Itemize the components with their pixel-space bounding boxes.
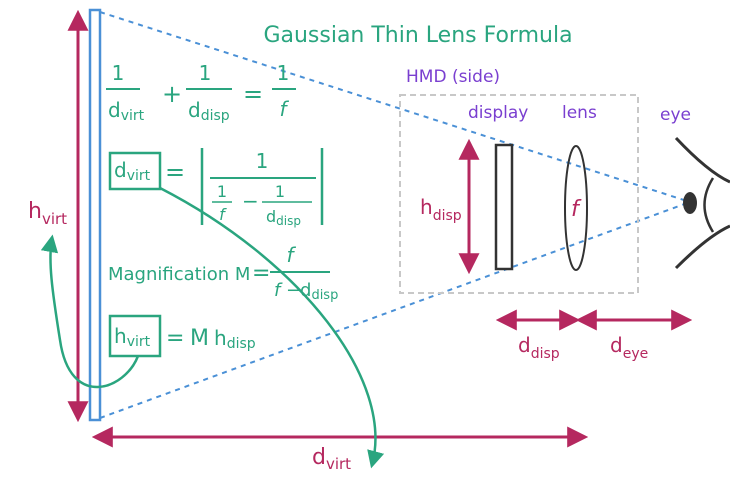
d-disp-label: ddisp (518, 333, 560, 362)
hmd-label: HMD (side) (406, 67, 500, 87)
eq2-inner-1a: 1 (217, 182, 227, 201)
eq1-plus: + (162, 80, 182, 108)
ray-bottom (99, 201, 691, 419)
eq1-num-2: 1 (199, 61, 212, 85)
virtual-distance-equation: dvirt = 1 1 f − 1 ddisp (108, 148, 324, 228)
eq4-equals: = (166, 326, 184, 351)
virtual-image-plane (88, 8, 102, 422)
eq2-minus: − (242, 189, 259, 213)
lens-shape (564, 145, 588, 271)
magnification-label: Magnification M (108, 264, 250, 285)
lens-label: lens (562, 103, 597, 123)
eq2-num-1: 1 (256, 149, 269, 173)
eq3-den-ddisp: ddisp (300, 280, 338, 303)
eq3-den-minus: − (286, 280, 301, 301)
display-panel (494, 143, 514, 271)
magnification-equation: Magnification M = f f − ddisp (108, 243, 338, 303)
display-label: display (468, 103, 528, 123)
eq1-den-f: f (279, 97, 289, 121)
eq3-num-f: f (286, 243, 296, 267)
eq3-den-f: f (274, 280, 283, 301)
eq4-M: M (190, 326, 209, 351)
eq1-den-dvirt: dvirt (108, 98, 145, 124)
eq2-inner-1b: 1 (275, 182, 285, 201)
h-virt-label: hvirt (28, 199, 67, 228)
eq4-hdisp: hdisp (214, 326, 256, 352)
d-eye-label: deye (610, 333, 648, 362)
title: Gaussian Thin Lens Formula (263, 23, 572, 48)
lens-focal-label: f (571, 197, 582, 222)
eq2-inner-ddisp: ddisp (266, 207, 301, 228)
height-equation: hvirt = M hdisp (108, 314, 256, 358)
eye-icon (674, 136, 730, 270)
ray-top (99, 11, 691, 203)
eq3-equals: = (252, 261, 270, 286)
eye-label: eye (660, 105, 691, 125)
eq1-equals: = (243, 80, 263, 108)
eq2-dvirt: dvirt (114, 158, 151, 184)
eq4-hvirt: hvirt (114, 324, 151, 350)
hmd-box (399, 94, 639, 294)
eq1-num-1: 1 (112, 61, 125, 85)
h-disp-label: hdisp (420, 195, 462, 224)
eq1-num-3: 1 (277, 61, 290, 85)
eq2-equals: = (165, 158, 185, 186)
d-virt-label: dvirt (312, 445, 351, 473)
h-virt-link-arrow (40, 234, 140, 389)
eq2-inner-f: f (219, 205, 227, 224)
d-virt-link-arrow (159, 186, 385, 469)
thin-lens-equation: 1 dvirt + 1 ddisp = 1 f (106, 61, 296, 124)
eq1-den-ddisp: ddisp (188, 98, 230, 124)
